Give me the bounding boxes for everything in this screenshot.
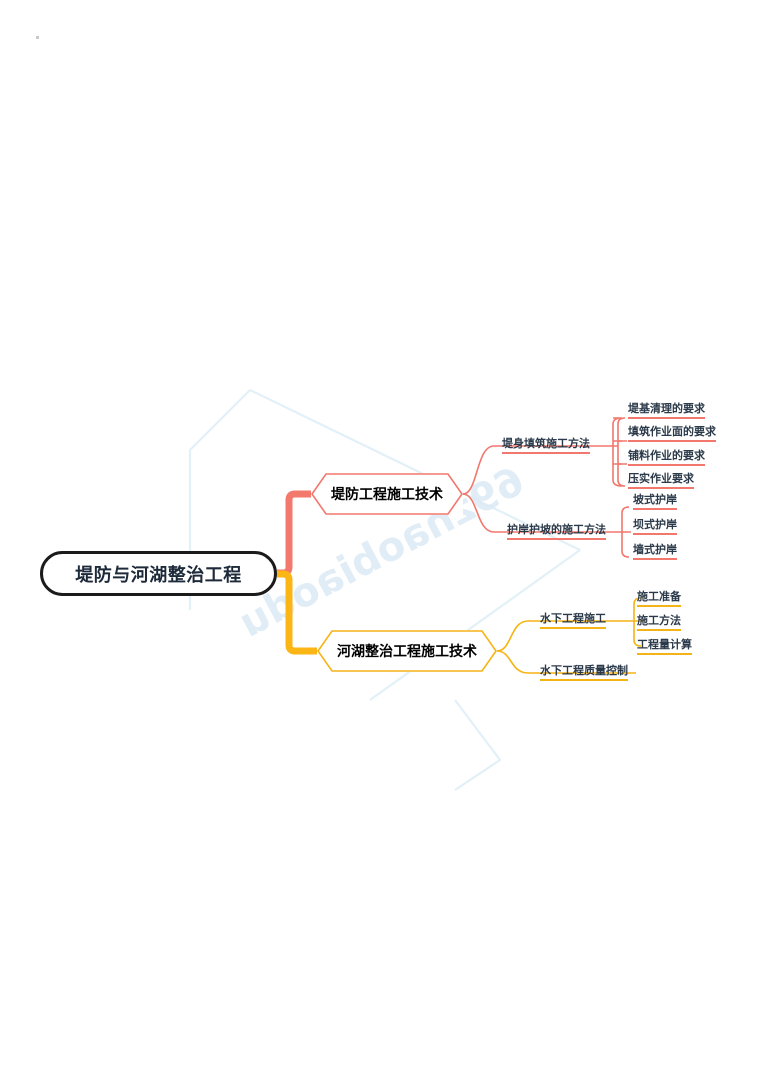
leaf-qiangshihuan[interactable]: 墙式护岸 bbox=[633, 544, 677, 560]
connector-sub1-leaf-rail bbox=[608, 417, 627, 487]
branch-node-1-label: 堤防工程施工技术 bbox=[331, 486, 443, 502]
connector-root-branch2 bbox=[277, 570, 317, 655]
leaf-puliaozuoye[interactable]: 铺料作业的要求 bbox=[628, 450, 705, 466]
branch-node-2-label: 河湖整治工程施工技术 bbox=[337, 643, 477, 659]
branch-node-1[interactable]: 堤防工程施工技术 bbox=[311, 473, 463, 515]
root-node[interactable]: 堤防与河湖整治工程 bbox=[40, 551, 277, 596]
leaf-dijiqingli[interactable]: 堤基清理的要求 bbox=[628, 403, 705, 419]
branch-node-2[interactable]: 河湖整治工程施工技术 bbox=[317, 630, 497, 672]
subbranch-dishen-tianzhu[interactable]: 堤身填筑施工方法 bbox=[502, 438, 590, 454]
leaf-tianzhuzuoyemian[interactable]: 填筑作业面的要求 bbox=[628, 426, 716, 442]
connector-root-branch1 bbox=[277, 490, 311, 577]
page-corner-dot bbox=[36, 36, 39, 39]
subbranch-shuixia-shigong[interactable]: 水下工程施工 bbox=[540, 613, 606, 629]
leaf-shigongfangfa[interactable]: 施工方法 bbox=[637, 615, 681, 631]
connector-sub1-bracket bbox=[596, 417, 623, 487]
connector-sub2-bracket bbox=[612, 506, 631, 558]
leaf-poshihuan[interactable]: 坡式护岸 bbox=[633, 494, 677, 510]
hexagon-shape-1 bbox=[311, 473, 463, 515]
subbranch-shuixia-zhiliang[interactable]: 水下工程质量控制 bbox=[540, 665, 628, 681]
leaf-shigongzhunbei[interactable]: 施工准备 bbox=[637, 591, 681, 607]
leaf-gongchengliangjisuan[interactable]: 工程量计算 bbox=[637, 639, 692, 655]
leaf-yashizuoye[interactable]: 压实作业要求 bbox=[628, 473, 694, 489]
hexagon-shape-2 bbox=[317, 630, 497, 672]
root-node-label: 堤防与河湖整治工程 bbox=[75, 564, 242, 585]
subbranch-huan-hupo[interactable]: 护岸护坡的施工方法 bbox=[507, 524, 606, 540]
leaf-bashihuan[interactable]: 坝式护岸 bbox=[633, 519, 677, 535]
